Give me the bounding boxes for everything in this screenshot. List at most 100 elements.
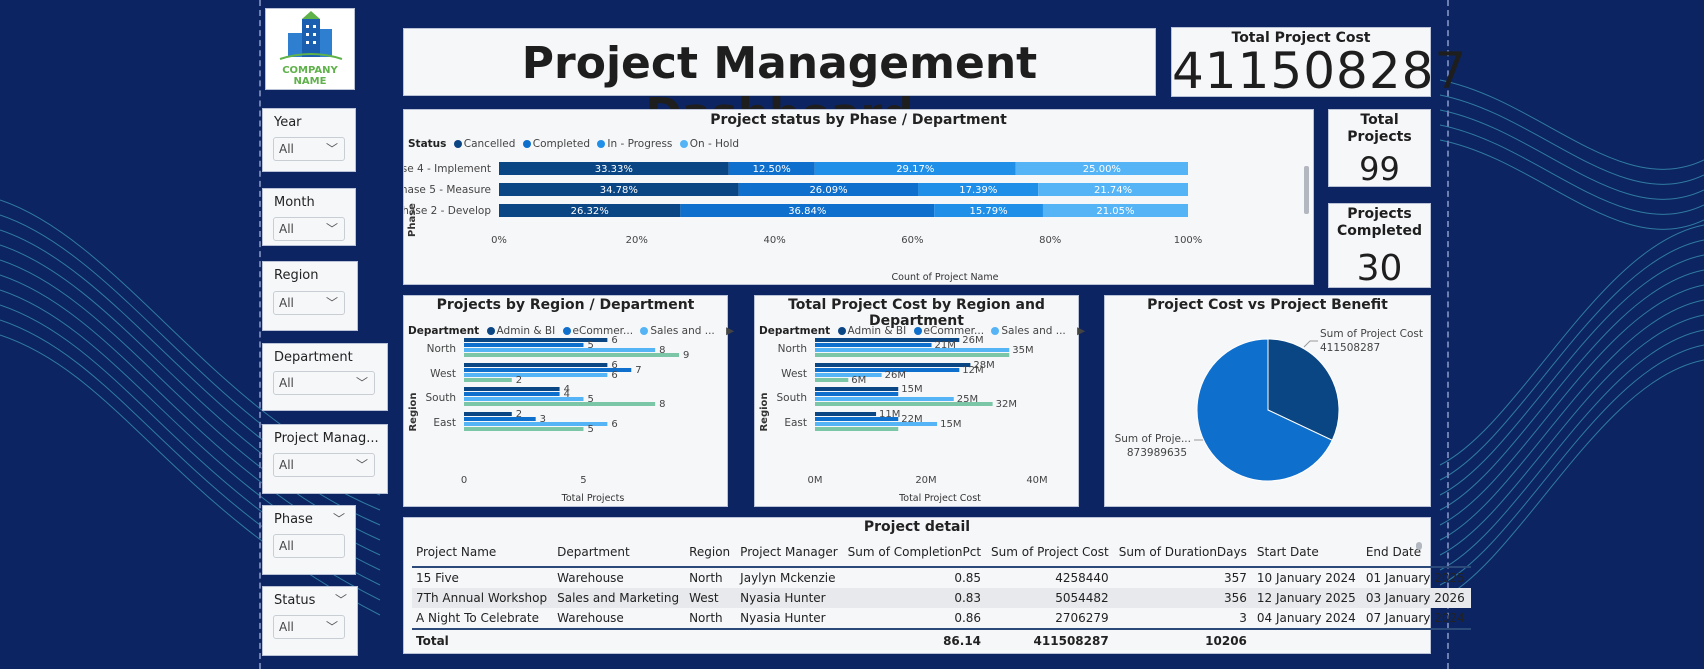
legend-item[interactable]: Completed [532, 138, 591, 150]
legend-next-icon[interactable]: ▶ [1077, 325, 1086, 337]
slicer-status[interactable]: Status ﹀ All﹀ [262, 586, 358, 656]
bar [815, 363, 971, 367]
kpi-projects-completed: Projects Completed 30 [1328, 203, 1431, 289]
slicer-value: All [279, 458, 294, 472]
legend-dot [991, 327, 1000, 335]
slicer-value: All [279, 376, 294, 390]
bar [464, 422, 608, 426]
table-cell: 01 January 2025 [1365, 571, 1465, 585]
bar [680, 204, 935, 217]
data-label: 2 [516, 409, 522, 420]
legend-item[interactable]: Cancelled [463, 138, 516, 150]
column-header[interactable]: Start Date [1252, 542, 1362, 568]
y-tick-label: North [427, 343, 456, 355]
slicer-dropdown[interactable]: All﹀ [273, 615, 345, 639]
table-cell: Warehouse [557, 571, 624, 585]
scrollbar[interactable] [1416, 542, 1422, 550]
bar [918, 183, 1039, 196]
slicer-region[interactable]: Region All﹀ [262, 261, 358, 331]
legend-item[interactable]: On - Hold [689, 138, 740, 150]
data-label: 17.39% [959, 185, 997, 196]
chart-legend: Status Cancelled Completed In - Progress… [408, 138, 739, 150]
building-icon [279, 11, 343, 60]
legend-item[interactable]: Admin & BI [847, 325, 907, 337]
data-label: 6M [851, 375, 866, 386]
chart-title: Projects by Region / Department [436, 297, 695, 313]
data-label: 8 [659, 345, 665, 356]
bar [464, 387, 560, 391]
slicer-dropdown[interactable]: All [273, 534, 345, 558]
bar [815, 343, 932, 347]
data-label: 6 [611, 419, 617, 430]
bar [934, 204, 1043, 217]
slicer-dropdown[interactable]: All﹀ [273, 371, 375, 395]
data-label: 7 [635, 365, 641, 376]
chevron-down-icon[interactable]: ﹀ [332, 512, 345, 526]
scrollbar[interactable] [1304, 166, 1309, 214]
slicer-dropdown[interactable]: All﹀ [273, 137, 345, 161]
table-cell: 03 January 2026 [1361, 588, 1471, 608]
data-label: 9 [683, 350, 689, 361]
data-label: 11M [879, 409, 900, 420]
pie-chart-plot: Sum of Project Cost 411508287 Sum of Pro… [1115, 328, 1423, 482]
slicer-project-manager[interactable]: Project Manag... All﹀ [262, 424, 388, 494]
column-header[interactable]: Project Manager [736, 542, 844, 568]
chevron-down-icon: ﹀ [325, 222, 338, 236]
slicer-department[interactable]: Department All﹀ [262, 343, 388, 411]
column-header[interactable]: Project Name [412, 542, 554, 568]
legend-item[interactable]: Sales and ... [650, 325, 715, 337]
kpi-label: Projects Completed [1336, 206, 1422, 239]
slicer-label: Year [274, 115, 302, 130]
bar [499, 183, 739, 196]
chart-legend: Department Admin & BI eCommer... Sales a… [759, 325, 1085, 337]
y-tick-label: Phase 4 - Implement [404, 163, 491, 175]
bar [815, 422, 938, 426]
data-label: 6 [611, 360, 617, 371]
slicer-year[interactable]: Year All﹀ [262, 108, 356, 172]
column-header[interactable]: Department [553, 542, 686, 568]
data-label: 12.50% [753, 164, 791, 175]
legend-item[interactable]: In - Progress [607, 138, 673, 150]
leader-line [1303, 340, 1318, 348]
bar [464, 417, 536, 421]
data-label: 15M [901, 384, 922, 395]
dashboard-title-card: Project Management Dashboard [403, 28, 1156, 140]
column-header[interactable]: Region [685, 542, 737, 568]
chevron-down-icon[interactable]: ﹀ [334, 593, 347, 607]
data-label: 15M [940, 419, 961, 430]
slicer-dropdown[interactable]: All﹀ [273, 217, 345, 241]
legend-item[interactable]: Sales and ... [1001, 325, 1066, 337]
legend-item[interactable]: eCommer... [923, 325, 985, 337]
column-header[interactable]: Sum of DurationDays [1114, 542, 1253, 568]
column-header[interactable]: Sum of Project Cost [987, 542, 1115, 568]
bar [815, 427, 899, 431]
slicer-phase[interactable]: Phase ﹀ All [262, 505, 356, 575]
logo-text-line1: COMPANY [282, 65, 338, 76]
legend-item[interactable]: eCommer... [572, 325, 634, 337]
legend-item[interactable]: Admin & BI [496, 325, 556, 337]
legend-dot [486, 327, 495, 335]
bar [815, 392, 899, 396]
legend-dot [453, 140, 462, 148]
x-tick-label: 0% [491, 235, 507, 246]
chart-title: Total Project Cost by Region and Departm… [788, 297, 1045, 329]
logo-text-line2: NAME [293, 76, 327, 87]
table-cell: 15 Five [416, 571, 459, 585]
column-header[interactable]: Sum of CompletionPct [843, 542, 988, 568]
bar [499, 162, 729, 175]
kpi-label: Total Project Cost [1231, 30, 1371, 46]
slicer-month[interactable]: Month All﹀ [262, 188, 356, 246]
chevron-down-icon: ﹀ [355, 458, 368, 472]
slicer-dropdown[interactable]: All ﹀ [273, 453, 375, 477]
legend-dot [562, 327, 571, 335]
legend-next-icon[interactable]: ▶ [726, 325, 735, 337]
cost-chart-card: Total Project Cost by Region and Departm… [754, 295, 1085, 507]
slicer-dropdown[interactable]: All﹀ [273, 291, 345, 315]
y-tick-label: South [776, 392, 807, 404]
bar [815, 368, 960, 372]
slicer-value: All [279, 296, 294, 310]
